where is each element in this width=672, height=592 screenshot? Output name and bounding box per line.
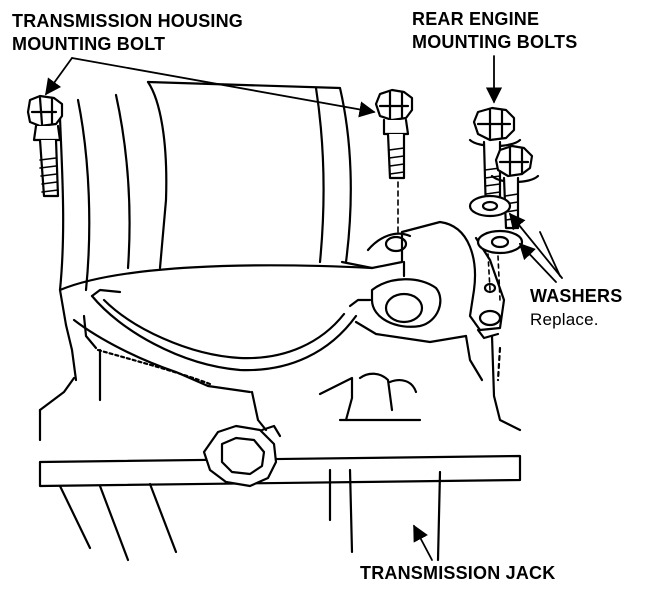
washer-upper <box>468 194 512 218</box>
label-rear-bolts: REAR ENGINE MOUNTING BOLTS <box>412 8 577 54</box>
label-jack: TRANSMISSION JACK <box>360 562 555 585</box>
label-rear-bolts-line2: MOUNTING BOLTS <box>412 32 578 52</box>
transmission-housing <box>58 80 374 394</box>
washer-lower <box>476 229 524 301</box>
label-washers-note: Replace. <box>530 310 599 329</box>
label-washers: WASHERS Replace. <box>530 285 622 331</box>
label-housing-bolt-line1: TRANSMISSION HOUSING <box>12 11 244 31</box>
leader-washers <box>508 212 563 283</box>
label-washers-title: WASHERS <box>530 286 623 306</box>
label-jack-title: TRANSMISSION JACK <box>360 563 556 583</box>
rear-mount-bracket <box>340 220 506 344</box>
housing-bolt-right <box>374 88 414 235</box>
label-housing-bolt-line2: MOUNTING BOLT <box>12 34 166 54</box>
transmission-jack <box>38 424 522 562</box>
leader-jack <box>413 524 433 561</box>
leader-housing-bolt <box>45 57 376 118</box>
label-rear-bolts-line1: REAR ENGINE <box>412 9 540 29</box>
housing-bolt-left <box>26 94 64 198</box>
transmission-case <box>38 334 522 442</box>
label-housing-bolt: TRANSMISSION HOUSING MOUNTING BOLT <box>12 10 243 56</box>
